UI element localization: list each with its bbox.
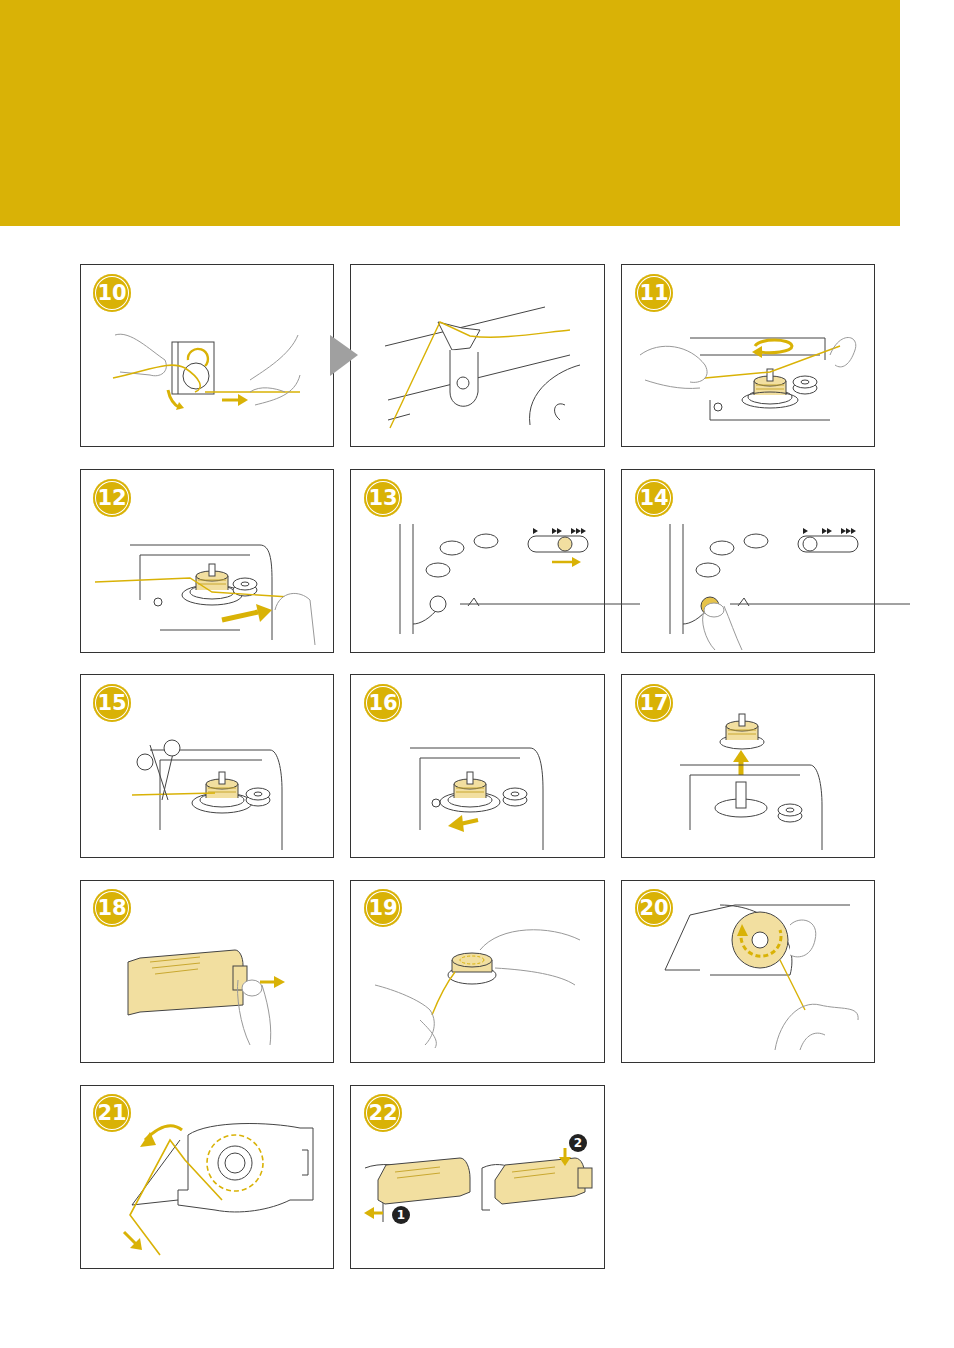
step-number: 18 <box>93 889 131 927</box>
step-number: 22 <box>364 1094 402 1132</box>
step-number: 11 <box>635 274 673 312</box>
step-number-text: 20 <box>639 898 668 919</box>
step-number-text: 21 <box>97 1103 126 1124</box>
step-number-text: 19 <box>368 898 397 919</box>
callout-number-text: 1 <box>397 1209 405 1221</box>
step-number-text: 10 <box>97 283 126 304</box>
step-number: 14 <box>635 479 673 517</box>
step-number: 20 <box>635 889 673 927</box>
step-number-text: 16 <box>368 693 397 714</box>
step-number-text: 14 <box>639 488 668 509</box>
step-number-text: 13 <box>368 488 397 509</box>
step-number: 16 <box>364 684 402 722</box>
step-number: 21 <box>93 1094 131 1132</box>
step-number: 15 <box>93 684 131 722</box>
step-number-text: 15 <box>97 693 126 714</box>
step-number: 10 <box>93 274 131 312</box>
step-number: 17 <box>635 684 673 722</box>
step-number-text: 22 <box>368 1103 397 1124</box>
step-number: 19 <box>364 889 402 927</box>
step-number-text: 12 <box>97 488 126 509</box>
callout-number-text: 2 <box>574 1137 582 1149</box>
step-number: 13 <box>364 479 402 517</box>
step-number-text: 17 <box>639 693 668 714</box>
callout-number: 1 <box>392 1206 410 1224</box>
step-number-text: 11 <box>639 283 668 304</box>
step-number: 12 <box>93 479 131 517</box>
callout-number: 2 <box>569 1134 587 1152</box>
step-number-text: 18 <box>97 898 126 919</box>
